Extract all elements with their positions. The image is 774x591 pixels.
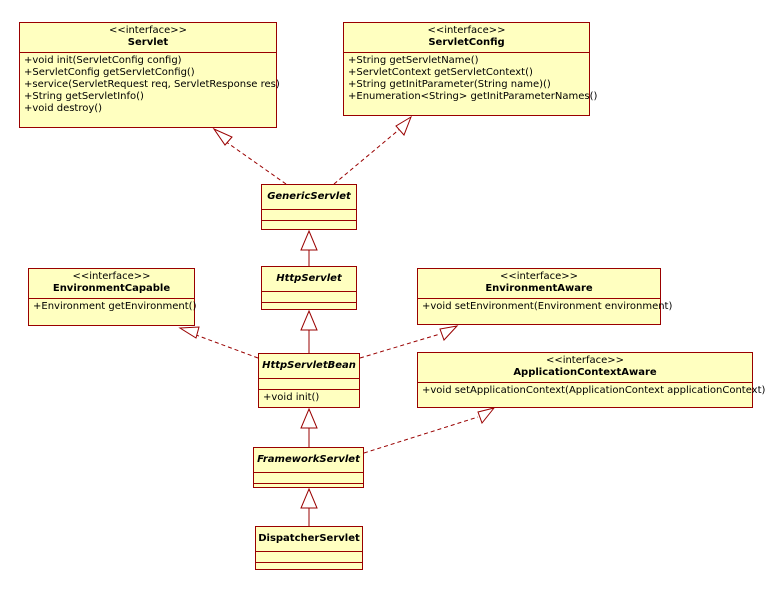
operation: +void destroy()	[24, 103, 103, 114]
class-name: Servlet	[127, 37, 169, 48]
operation: +ServletContext getServletContext()	[348, 67, 533, 78]
class-header: <<interface>> ApplicationContextAware	[418, 353, 752, 383]
stereotype-label: <<interface>>	[72, 271, 151, 282]
class-httpservlet[interactable]: HttpServlet	[261, 266, 357, 310]
attributes-compartment	[254, 473, 363, 484]
class-environmentaware[interactable]: <<interface>> EnvironmentAware +void set…	[417, 268, 673, 325]
attributes-compartment	[259, 379, 359, 390]
class-name: DispatcherServlet	[258, 533, 360, 544]
operation: +void setApplicationContext(ApplicationC…	[422, 385, 766, 396]
class-name: HttpServlet	[276, 273, 342, 284]
class-header: HttpServlet	[262, 267, 356, 292]
class-header: FrameworkServlet	[254, 448, 363, 473]
operation: +Enumeration<String> getInitParameterNam…	[348, 91, 598, 102]
stereotype-label: <<interface>>	[427, 25, 506, 36]
class-header: <<interface>> EnvironmentCapable	[29, 269, 194, 299]
class-name: HttpServletBean	[262, 360, 356, 371]
operation: +void init(ServletConfig config)	[24, 55, 182, 66]
operations-compartment: +Environment getEnvironment()	[29, 299, 197, 315]
class-dispatcherservlet[interactable]: DispatcherServlet	[255, 526, 363, 570]
class-servlet[interactable]: <<interface>> Servlet +void init(Servlet…	[19, 22, 280, 128]
class-header: GenericServlet	[262, 185, 356, 210]
stereotype-label: <<interface>>	[545, 355, 625, 366]
class-name: EnvironmentCapable	[52, 283, 171, 294]
operations-compartment: +void setApplicationContext(ApplicationC…	[418, 383, 766, 399]
realization-arrowhead	[477, 407, 496, 425]
operations-compartment: +void init()	[259, 390, 359, 406]
realization-httpservletbean-environmentcapable	[195, 334, 259, 359]
class-header: HttpServletBean	[259, 354, 359, 379]
realization-genericservlet-servletconfig	[333, 127, 402, 185]
operations-compartment	[262, 303, 356, 313]
operation: +Environment getEnvironment()	[33, 301, 197, 312]
generalization-arrowhead	[300, 487, 318, 509]
class-name: FrameworkServlet	[257, 454, 360, 465]
class-name: ServletConfig	[428, 37, 505, 48]
generalization-arrowhead	[300, 309, 318, 331]
operation: +void setEnvironment(Environment environ…	[422, 301, 673, 312]
operations-compartment: +void init(ServletConfig config) +Servle…	[20, 53, 280, 117]
class-header: <<interface>> EnvironmentAware	[418, 269, 660, 299]
class-header: <<interface>> Servlet	[20, 23, 276, 53]
stereotype-label: <<interface>>	[108, 25, 188, 36]
operation: +String getServletName()	[348, 55, 479, 66]
class-environmentcapable[interactable]: <<interface>> EnvironmentCapable +Enviro…	[28, 268, 197, 326]
realization-arrowhead	[178, 326, 200, 339]
class-frameworkservlet[interactable]: FrameworkServlet	[253, 447, 364, 488]
attributes-compartment	[256, 552, 362, 563]
stereotype-label: <<interface>>	[499, 271, 579, 282]
realization-arrowhead	[439, 325, 459, 341]
class-httpservletbean[interactable]: HttpServletBean +void init()	[258, 353, 360, 408]
operation: +service(ServletRequest req, ServletResp…	[24, 79, 280, 90]
generalization-arrowhead	[300, 407, 318, 429]
class-name: EnvironmentAware	[485, 283, 593, 294]
operation: +String getInitParameter(String name)()	[348, 79, 551, 90]
class-name: GenericServlet	[267, 191, 351, 202]
class-name: ApplicationContextAware	[513, 367, 657, 378]
operation: +String getServletInfo()	[24, 91, 144, 102]
class-applicationcontextaware[interactable]: <<interface>> ApplicationContextAware +v…	[417, 352, 766, 408]
class-genericservlet[interactable]: GenericServlet	[261, 184, 357, 230]
class-header: <<interface>> ServletConfig	[344, 23, 589, 53]
operation: +ServletConfig getServletConfig()	[24, 67, 195, 78]
class-servletconfig[interactable]: <<interface>> ServletConfig +String getS…	[343, 22, 598, 116]
operations-compartment: +String getServletName() +ServletContext…	[344, 53, 598, 105]
class-header: DispatcherServlet	[256, 527, 362, 552]
operations-compartment: +void setEnvironment(Environment environ…	[418, 299, 673, 315]
realization-genericservlet-servlet	[221, 138, 287, 185]
operation: +void init()	[263, 392, 320, 403]
realization-arrowhead	[395, 115, 412, 136]
realization-arrowhead	[212, 127, 233, 146]
operations-compartment	[256, 563, 362, 573]
generalization-arrowhead	[300, 229, 318, 251]
operations-compartment	[262, 221, 356, 231]
attributes-compartment	[262, 292, 356, 303]
attributes-compartment	[262, 210, 356, 221]
realization-frameworkservlet-applicationcontextaware	[363, 416, 479, 454]
operations-compartment	[254, 484, 363, 494]
